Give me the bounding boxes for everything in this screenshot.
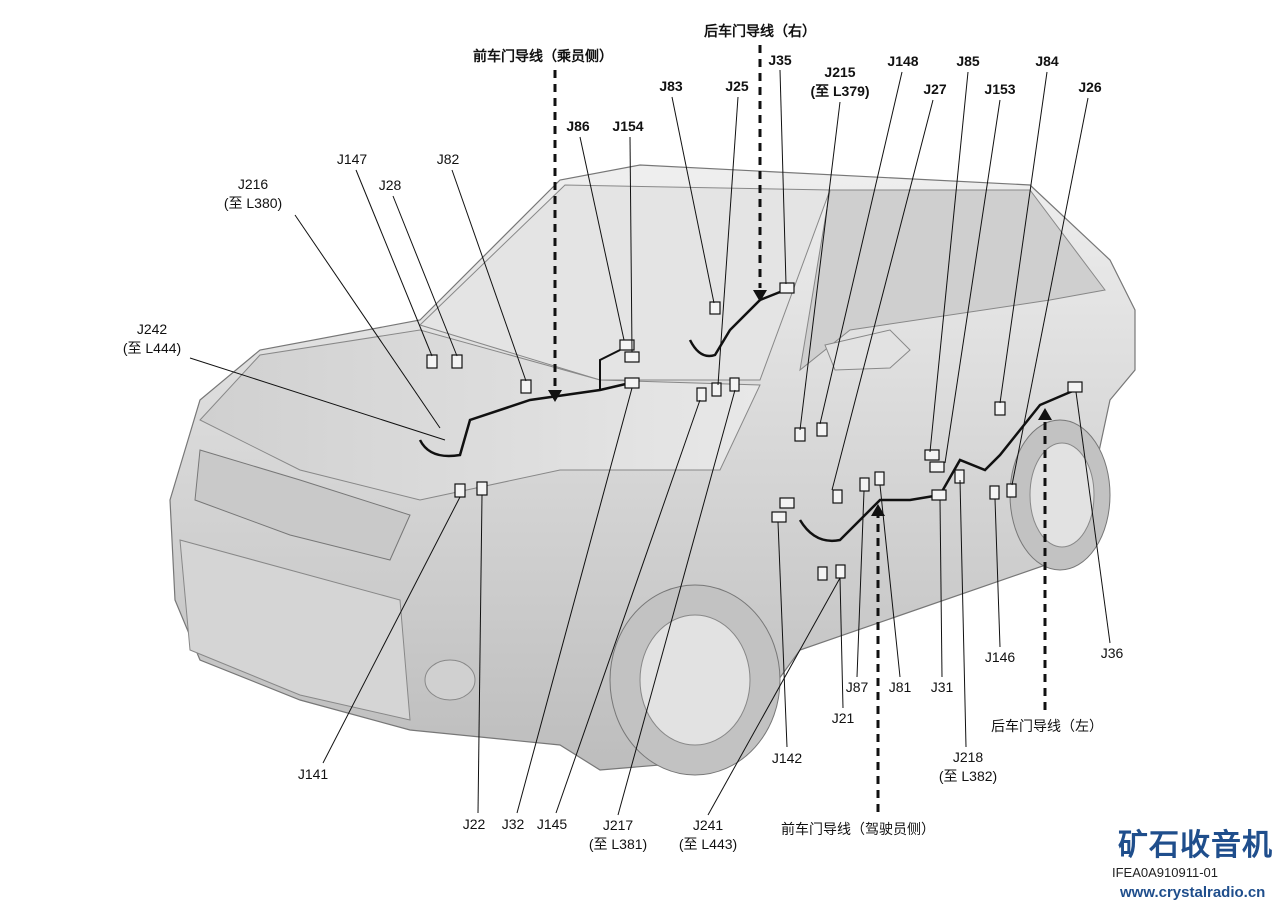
- connector-label: J145: [536, 816, 568, 832]
- connector-label: J35: [768, 52, 792, 68]
- connector-label: J28: [378, 177, 402, 193]
- connector-label: J82: [436, 151, 460, 167]
- connector-label: J32: [501, 816, 525, 832]
- connector-label: J86: [566, 118, 590, 134]
- figure-code: IFEA0A910911-01: [1112, 865, 1218, 880]
- windshield: [419, 184, 831, 381]
- hood: [199, 329, 761, 501]
- harness-label-rear-door-right: 后车门导线（右）: [704, 23, 816, 39]
- connector-label: J141: [297, 766, 329, 782]
- watermark-title: 矿石收音机: [1118, 829, 1273, 862]
- connector-label: J27: [923, 81, 947, 97]
- connector-label: J218(至 L382): [938, 749, 998, 784]
- connector-label: J21: [831, 710, 855, 726]
- harness-label-rear-door-left: 后车门导线（左）: [991, 718, 1103, 734]
- watermark-url: www.crystalradio.cn: [1120, 884, 1266, 901]
- connector-label: J242(至 L444): [122, 321, 182, 356]
- connector-label: J153: [984, 81, 1016, 97]
- connector-label: J87: [845, 679, 869, 695]
- connector-label: J84: [1035, 53, 1059, 69]
- connector-label: J148: [887, 53, 919, 69]
- connector-label: J83: [659, 78, 683, 94]
- connector-label: J146: [984, 649, 1016, 665]
- connector-label: J36: [1100, 645, 1124, 661]
- connector-label: J26: [1078, 79, 1102, 95]
- harness-label-front-door-passenger: 前车门导线（乘员侧）: [473, 48, 613, 64]
- grille: [194, 449, 411, 561]
- connector-label: J81: [888, 679, 912, 695]
- connector-label: J25: [725, 78, 749, 94]
- connector-label: J142: [771, 750, 803, 766]
- connector-label: J216(至 L380): [223, 176, 283, 211]
- connector-label: J147: [336, 151, 368, 167]
- connector-label: J85: [956, 53, 980, 69]
- front-bumper: [179, 539, 411, 721]
- connector-label: J241(至 L443): [678, 817, 738, 852]
- connector-label: J217(至 L381): [588, 817, 648, 852]
- connector-label: J22: [462, 816, 486, 832]
- fog-lamp: [424, 659, 476, 701]
- harness-label-front-door-driver: 前车门导线（驾驶员侧）: [781, 821, 935, 837]
- connector-label: J31: [930, 679, 954, 695]
- arrowheads: [548, 290, 1052, 516]
- leader-lines: [189, 69, 1111, 816]
- connector-label: J154: [612, 118, 644, 134]
- connector-boxes: [426, 282, 1083, 581]
- harness-pointer-lines: [553, 45, 1047, 812]
- connector-label: J215(至 L379): [810, 64, 870, 99]
